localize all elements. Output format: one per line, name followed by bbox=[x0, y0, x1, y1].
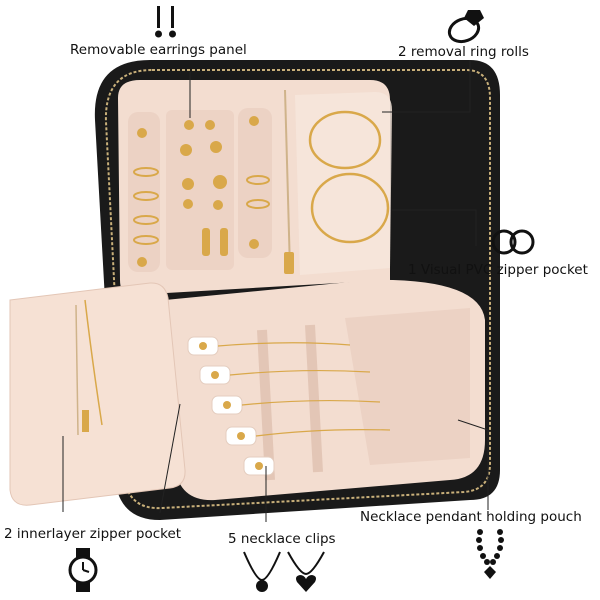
watch-icon bbox=[68, 548, 98, 592]
pvc-zipper-pocket bbox=[295, 92, 392, 275]
ring-icon bbox=[447, 10, 484, 44]
pendant-necklace-icon bbox=[243, 551, 325, 592]
inner-zipper-flap bbox=[9, 282, 186, 506]
callout-pendant-pouch: Necklace pendant holding pouch bbox=[360, 509, 582, 525]
callout-innerlayer-pocket: 2 innerlayer zipper pocket bbox=[4, 526, 182, 542]
callout-necklace-clips: 5 necklace clips bbox=[228, 531, 336, 547]
callout-earrings-panel: Removable earrings panel bbox=[70, 42, 247, 58]
pendant-pouch bbox=[345, 308, 470, 465]
earring-icon bbox=[155, 6, 176, 38]
bead-necklace-icon bbox=[476, 529, 504, 579]
lower-lining-panel bbox=[165, 279, 485, 501]
hoop-earrings-icon bbox=[491, 229, 535, 255]
callout-lines bbox=[62, 60, 489, 522]
callout-ring-rolls: 2 removal ring rolls bbox=[398, 44, 529, 60]
callout-pvc-pocket: 1 Visual PVC zipper pocket bbox=[408, 262, 588, 278]
zipper-pull bbox=[284, 252, 294, 274]
